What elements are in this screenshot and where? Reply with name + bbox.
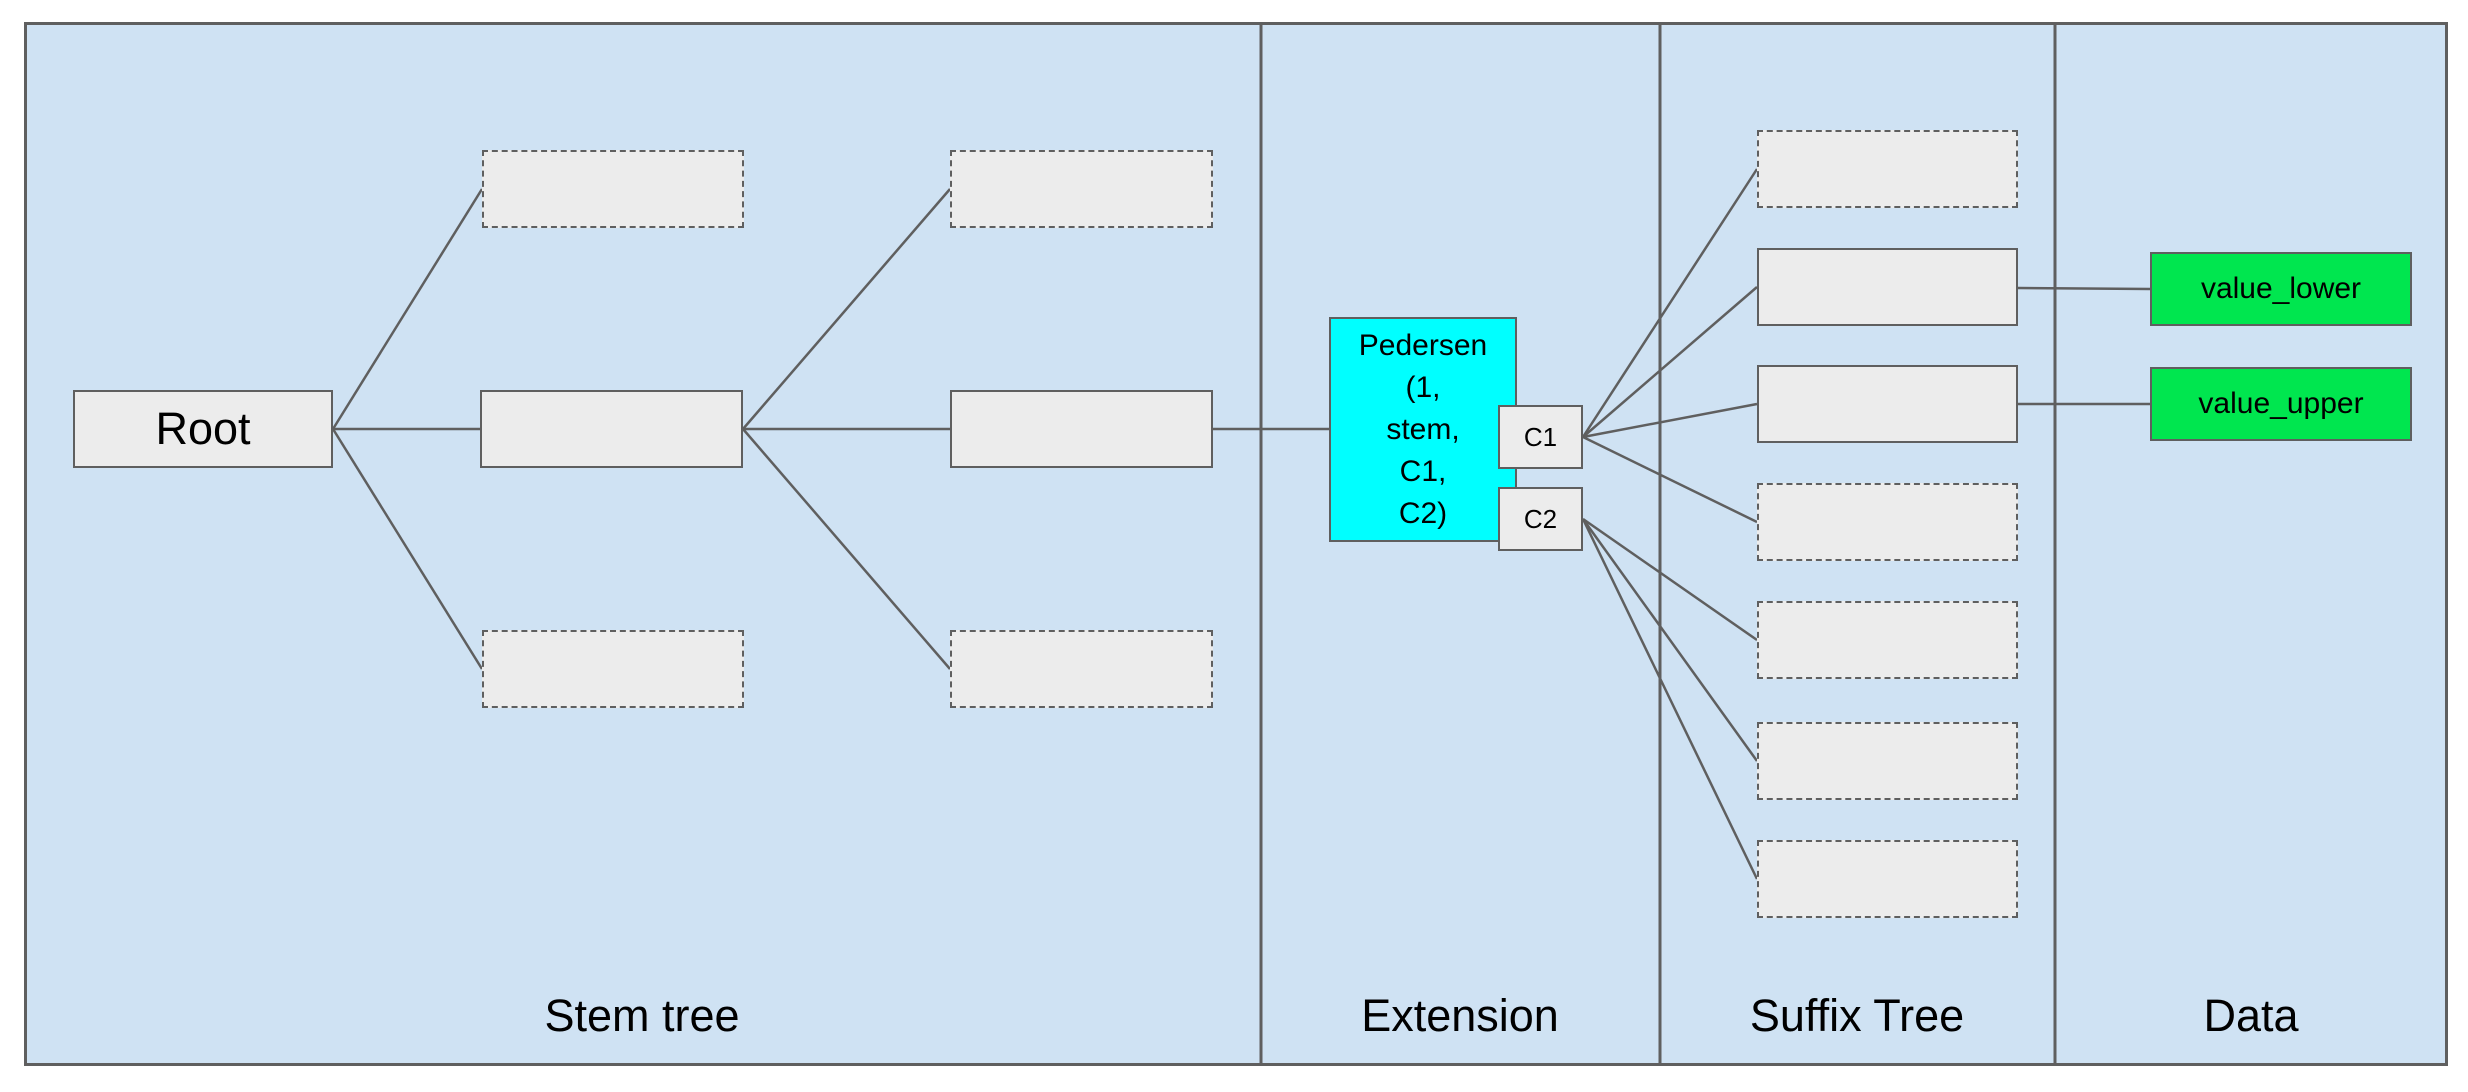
connector-line [331, 428, 484, 670]
connector-line [742, 428, 951, 670]
value-upper-node: value_upper [2150, 367, 2412, 441]
suffix-placeholder-3 [1757, 601, 2018, 679]
suffix-placeholder-2 [1757, 483, 2018, 561]
connector-line [1582, 435, 1758, 524]
connector-line [1581, 518, 1759, 880]
suffix-placeholder-1 [1757, 130, 2018, 208]
c2-node: C2 [1498, 487, 1583, 551]
stem-level1-lower-placeholder [482, 630, 744, 708]
connector-line [1582, 286, 1758, 438]
connector-line [1582, 517, 1758, 642]
stem-level2-lower-placeholder [950, 630, 1213, 708]
connector-line [1582, 402, 1758, 439]
connector-line [742, 188, 951, 430]
section-label-extension: Extension [1361, 990, 1559, 1041]
suffix-placeholder-4 [1757, 722, 2018, 800]
diagram-panel [24, 22, 2448, 1066]
section-label-data: Data [2203, 990, 2299, 1041]
section-label-stem-tree: Stem tree [544, 990, 740, 1041]
suffix-lower-bound-node [1757, 248, 2018, 326]
connector-line [2017, 286, 2151, 291]
stem-level1-upper-placeholder [482, 150, 744, 228]
connector-line [331, 188, 484, 430]
pedersen-commitment-node: Pedersen (1, stem, C1, C2) [1329, 317, 1517, 542]
connector-line [1581, 168, 1759, 438]
stem-level2-upper-placeholder [950, 150, 1213, 228]
suffix-placeholder-5 [1757, 840, 2018, 918]
connector-line [1581, 518, 1759, 762]
stem-level1-node [480, 390, 743, 468]
stem-level2-node [950, 390, 1213, 468]
value-lower-node: value_lower [2150, 252, 2412, 326]
section-label-suffix-tree: Suffix Tree [1749, 990, 1965, 1041]
root-node: Root [73, 390, 333, 468]
c1-node: C1 [1498, 405, 1583, 469]
suffix-upper-bound-node [1757, 365, 2018, 443]
